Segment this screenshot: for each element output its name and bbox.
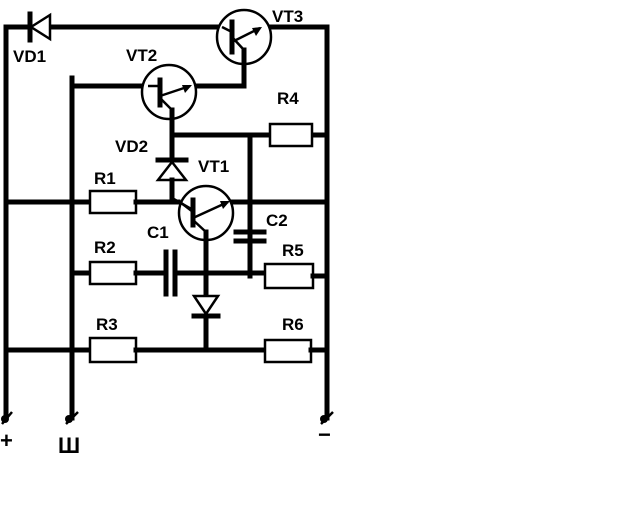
- label-r1: R1: [94, 169, 116, 188]
- label-vt2: VT2: [126, 46, 157, 65]
- label-r6: R6: [282, 315, 304, 334]
- c2-capacitor: [233, 229, 267, 244]
- r4-resistor: [268, 122, 314, 148]
- vd1-diode: [27, 11, 52, 43]
- label-r3: R3: [96, 315, 118, 334]
- label-vd1: VD1: [13, 47, 46, 66]
- minus-terminal-dot: [320, 415, 328, 423]
- r2-resistor: [88, 260, 138, 286]
- r6-resistor: [263, 338, 313, 364]
- r4-branch: [169, 122, 330, 279]
- shunt-terminal-dot: [65, 415, 73, 423]
- label-r4: R4: [277, 89, 299, 108]
- r3-branch: [3, 336, 330, 364]
- vt1-emitter-diode: [191, 294, 221, 353]
- vd2-diode: [155, 132, 189, 201]
- r1-resistor: [88, 189, 138, 215]
- r2-branch: [69, 249, 330, 297]
- rails: [3, 24, 330, 421]
- terminal-shunt-label: Ш: [58, 433, 80, 458]
- r3-resistor: [88, 336, 138, 364]
- terminals: [1, 411, 334, 425]
- r5-resistor: [263, 262, 315, 290]
- terminal-minus-label: −: [318, 422, 331, 447]
- vt3-transistor: [215, 8, 273, 89]
- vt2-transistor: [140, 63, 198, 138]
- label-r5: R5: [282, 241, 304, 260]
- label-c2: C2: [266, 211, 288, 230]
- label-vt3: VT3: [272, 7, 303, 26]
- label-vt1: VT1: [198, 157, 229, 176]
- terminal-plus-label: +: [0, 428, 13, 453]
- label-vd2: VD2: [115, 137, 148, 156]
- r1-branch: [3, 189, 330, 215]
- vt1-transistor: [171, 184, 235, 297]
- label-r2: R2: [94, 238, 116, 257]
- label-c1: C1: [147, 223, 169, 242]
